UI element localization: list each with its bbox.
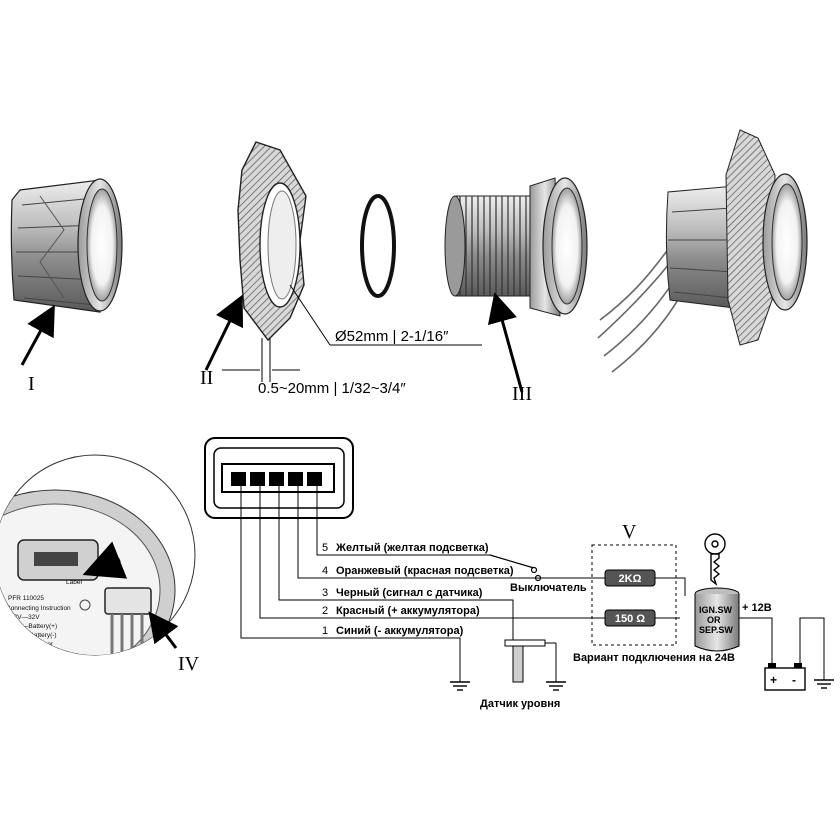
ign-line-2: SEP.SW (699, 625, 733, 635)
back-line-5: Orange—Red Light (10, 650, 66, 657)
wire-label-1: Синий (- аккумулятора) (336, 625, 464, 637)
ign-line-0: IGN.SW (699, 605, 733, 615)
assembled-gauge (597, 129, 808, 373)
switch-label: Выключатель (510, 582, 587, 594)
label-part-1: I (28, 373, 35, 395)
ign-line-1: OR (707, 615, 721, 625)
wire-label-2: Красный (+ аккумулятора) (336, 605, 480, 617)
label-part-4: IV (178, 653, 200, 675)
hole-diameter: Ø52mm | 2-1/16″ (335, 328, 449, 345)
label-part-2: II (200, 367, 213, 389)
battery-plus: + (770, 673, 777, 687)
key-icon (704, 533, 726, 587)
arrow-part-4 (148, 611, 179, 649)
resistor-150-label: 150 Ω (615, 613, 645, 625)
ground-symbol-1 (450, 681, 470, 691)
wire-num-3: 3 (322, 587, 328, 599)
dimension-lines (222, 284, 482, 382)
back-line-3: Blue—Battery(-) (10, 632, 57, 639)
o-ring (360, 194, 396, 298)
wire-num-2: 2 (322, 605, 328, 617)
level-sensor (504, 639, 566, 691)
wire-label-5: Желтый (желтая подсветка) (335, 542, 489, 554)
connector-block (204, 437, 354, 519)
part-3-gauge-body (444, 177, 588, 317)
ignition-switch (694, 587, 740, 652)
back-tag: Label (66, 579, 82, 586)
label-part-3: III (512, 383, 532, 405)
part-2-panel (237, 141, 307, 342)
arrow-part-3 (487, 292, 524, 393)
battery-minus: - (792, 673, 796, 687)
wire-num-5: 5 (322, 542, 328, 554)
wires (240, 486, 680, 682)
back-line-6: Yellow—Yellow Light (10, 659, 70, 666)
plus-12v-label: + 12B (742, 602, 772, 614)
resistor-2k (535, 569, 686, 596)
sensor-label: Датчик уровня (480, 698, 560, 710)
battery-wiring (739, 617, 834, 689)
back-line-1: 12V—32V (10, 614, 40, 621)
label-part-5: V (622, 521, 637, 543)
variant-24v-box (591, 544, 677, 646)
variant-24v-label: Вариант подключения на 24В (573, 652, 735, 664)
wire-label-4: Оранжевый (красная подсветка) (336, 565, 514, 577)
back-line-4: Black—Sensor (10, 641, 54, 648)
back-model: PFR 110025 (8, 595, 44, 602)
resistor-150 (604, 609, 656, 627)
part-4-connector-inset: PFR 110025 Label Connecting Instruction … (0, 454, 196, 666)
panel-thickness: 0.5~20mm | 1/32~3/4″ (258, 380, 406, 397)
wire-num-4: 4 (322, 565, 328, 577)
arrow-part-1 (20, 304, 55, 366)
wire-label-3: Черный (сигнал с датчика) (336, 587, 483, 599)
back-line-2: Red—Battery(+) (10, 623, 57, 630)
resistor-2k-label: 2KΩ (619, 573, 642, 585)
arrow-part-2 (204, 294, 244, 371)
back-line-0: Connecting Instruction (6, 605, 71, 612)
battery-icon (764, 663, 806, 691)
part-1-bezel (10, 178, 123, 313)
wire-num-1: 1 (322, 625, 328, 637)
